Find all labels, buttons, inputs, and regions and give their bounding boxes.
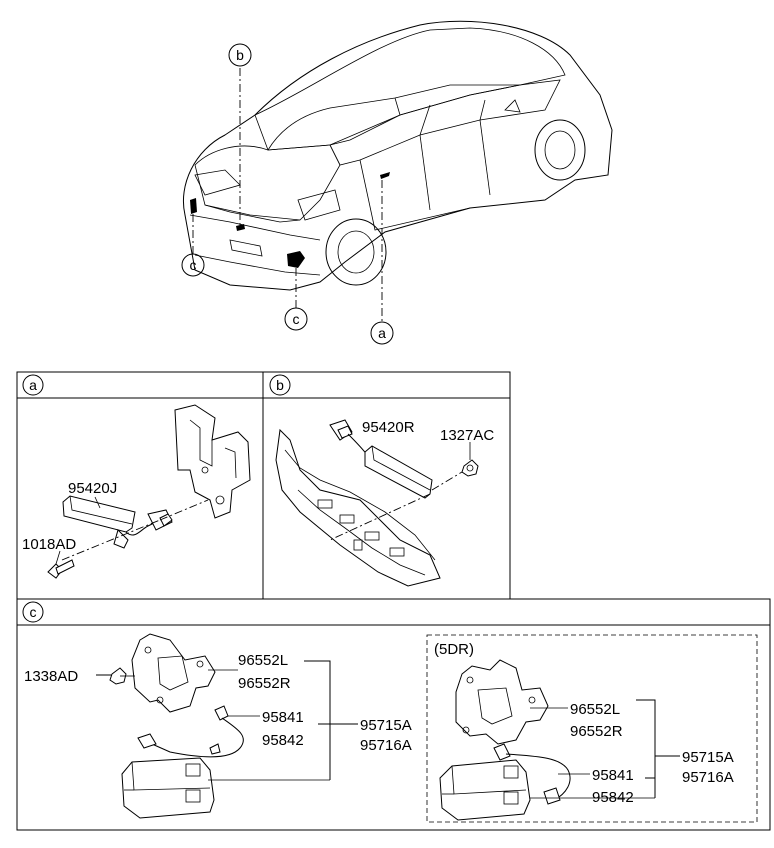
label-96552R-5dr: 96552R — [570, 723, 623, 740]
section-b-header: b — [269, 374, 291, 396]
svg-text:b: b — [236, 47, 244, 63]
label-1338AD: 1338AD — [24, 668, 78, 685]
svg-text:b: b — [276, 377, 284, 393]
label-96552L: 96552L — [238, 652, 288, 669]
label-95842: 95842 — [262, 732, 304, 749]
svg-text:c: c — [30, 604, 37, 620]
callout-c-right[interactable]: c — [284, 307, 308, 331]
control-unit-left[interactable] — [121, 757, 215, 819]
extension-cable-left[interactable] — [137, 705, 244, 758]
section-c-bracket-left — [131, 633, 216, 713]
label-95420J: 95420J — [68, 480, 117, 497]
label-1327AC: 1327AC — [440, 427, 494, 444]
label-95420R: 95420R — [362, 419, 415, 436]
sensor-95420R[interactable] — [329, 419, 433, 499]
label-95715A-5dr: 95715A — [682, 749, 734, 766]
car-illustration — [182, 20, 613, 291]
section-frames — [16, 371, 771, 831]
callout-b[interactable]: b — [228, 43, 252, 67]
callout-c-left[interactable]: c — [181, 253, 205, 277]
extension-cable-right[interactable] — [493, 743, 571, 805]
label-95841-5dr: 95841 — [592, 767, 634, 784]
label-95716A: 95716A — [360, 737, 412, 754]
label-95716A-5dr: 95716A — [682, 769, 734, 786]
section-a-header: a — [22, 374, 44, 396]
label-95841: 95841 — [262, 709, 304, 726]
bolt-1018AD[interactable] — [47, 559, 75, 579]
section-a-bracket — [174, 404, 251, 519]
label-96552L-5dr: 96552L — [570, 701, 620, 718]
svg-text:c: c — [293, 311, 300, 327]
nut-1327AC[interactable] — [461, 459, 479, 477]
bolt-1338AD[interactable] — [109, 667, 135, 685]
svg-text:a: a — [378, 325, 386, 341]
callout-a[interactable]: a — [370, 321, 394, 345]
svg-text:a: a — [29, 377, 37, 393]
label-96552R: 96552R — [238, 675, 291, 692]
svg-text:c: c — [190, 257, 197, 273]
label-95842-5dr: 95842 — [592, 789, 634, 806]
section-c-header: c — [22, 601, 44, 623]
variant-label-5dr: (5DR) — [434, 641, 474, 658]
control-unit-right[interactable] — [439, 759, 531, 821]
section-b-panel — [275, 428, 441, 587]
label-1018AD: 1018AD — [22, 536, 76, 553]
label-95715A: 95715A — [360, 717, 412, 734]
section-c-bracket-right — [455, 659, 549, 745]
